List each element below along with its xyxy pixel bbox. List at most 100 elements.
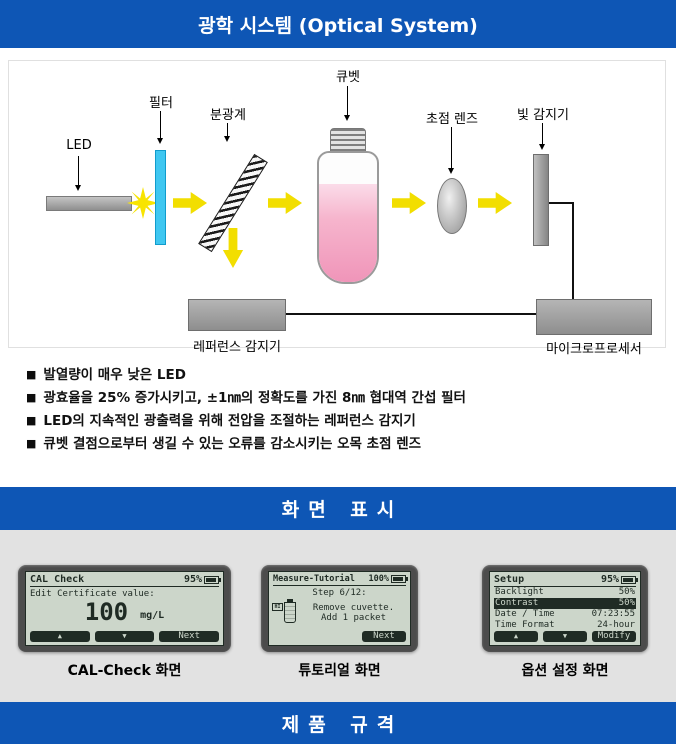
setting-label: Contrast: [495, 598, 539, 608]
label-spectrometer: 분광계: [210, 108, 246, 123]
setting-label: Date / Time: [495, 609, 555, 619]
lcd-button-row: Next: [273, 631, 406, 642]
lcd-title-bar: Measure-Tutorial 100%: [273, 574, 408, 586]
light-detector-bar: [533, 154, 549, 246]
setup-row-time-format: Time Format 24-hour: [494, 620, 636, 631]
battery-icon: [621, 575, 638, 584]
spectrometer-pointer-arrow: [224, 123, 230, 142]
setup-screen: Setup 95% Backlight 50% Contrast 50% Dat…: [489, 571, 641, 646]
focus-lens-pointer-arrow: [448, 127, 454, 174]
tutorial-instructions: Remove cuvette. Add 1 packet: [301, 603, 406, 623]
light-detector-pointer-arrow: [539, 123, 545, 150]
cuvette-bottle: [317, 151, 379, 284]
setting-label: Backlight: [495, 587, 544, 597]
setting-value: 50%: [618, 587, 635, 597]
feature-text: 발열량이 매우 낮은 LED: [43, 367, 186, 383]
tutorial-screen: Measure-Tutorial 100% Step 6/12: HI Remo…: [268, 571, 411, 646]
feature-text: LED의 지속적인 광출력을 위해 전압을 조절하는 레퍼런스 감지기: [43, 413, 416, 429]
lcd-device-cal-check: CAL Check 95% Edit Certificate value: 10…: [18, 565, 231, 652]
feature-text: 큐벳 결점으로부터 생길 수 있는 오류를 감소시키는 오목 초점 렌즈: [43, 436, 422, 452]
setting-value: 24-hour: [597, 620, 635, 630]
lcd-button-up: ▲: [494, 631, 538, 642]
cuvette-cap: [330, 128, 366, 152]
lcd-device-tutorial: Measure-Tutorial 100% Step 6/12: HI Remo…: [261, 565, 418, 652]
lcd-button-next: Next: [362, 631, 406, 642]
microprocessor-box: [536, 299, 652, 335]
setting-label: Time Format: [495, 620, 555, 630]
caption-tutorial: 튜토리얼 화면: [298, 663, 381, 679]
label-led: LED: [66, 138, 92, 153]
signal-wire-vertical: [572, 202, 574, 299]
interference-filter-bar: [155, 150, 166, 245]
caption-cal-check: CAL-Check 화면: [67, 663, 182, 679]
bullet-square-icon: ■: [26, 414, 37, 427]
optical-system-title: 광학 시스템 (Optical System): [198, 14, 478, 37]
feature-text: 광효율을 25% 증가시키고, ±1㎚의 정확도를 가진 8㎚ 협대역 간섭 필…: [43, 390, 466, 406]
lcd-button-down: ▼: [543, 631, 587, 642]
section-header-specs: 제품 규격: [0, 702, 676, 744]
lcd-button-row: ▲ ▼ Next: [30, 631, 220, 642]
measurement-unit: mg/L: [140, 610, 165, 621]
cuvette-pointer-arrow: [344, 86, 350, 121]
caption-setup: 옵션 설정 화면: [521, 663, 609, 679]
label-reference-detector: 레퍼런스 감지기: [193, 340, 281, 355]
specs-section-title: 제품 규격: [281, 713, 404, 736]
screen-title: CAL Check: [30, 574, 85, 585]
measurement-value: 100: [84, 598, 129, 626]
filter-pointer-arrow: [157, 111, 163, 144]
tutorial-body: HI Remove cuvette. Add 1 packet: [272, 599, 406, 627]
display-section-title: 화면 표시: [281, 499, 404, 521]
lcd-title-bar: CAL Check 95%: [30, 574, 221, 587]
lcd-title-bar: Setup 95%: [494, 574, 638, 587]
battery-percent: 95%: [183, 574, 202, 585]
tutorial-step-label: Step 6/12:: [312, 588, 367, 598]
label-cuvette: 큐벳: [336, 70, 360, 85]
section-header-display: 화면 표시: [0, 487, 676, 530]
hi-badge: HI: [272, 603, 283, 611]
measurement-row: 100 mg/L: [30, 600, 219, 624]
label-filter: 필터: [149, 96, 173, 111]
screen-gallery: CAL Check 95% Edit Certificate value: 10…: [0, 530, 676, 702]
battery-percent: 95%: [600, 574, 619, 585]
battery-indicator: 95%: [600, 574, 638, 585]
battery-fill: [206, 577, 216, 582]
led-pointer-arrow: [75, 156, 81, 191]
label-light-detector: 빛 감지기: [517, 108, 569, 123]
battery-icon: [204, 575, 221, 584]
feature-list: ■ 발열량이 매우 낮은 LED ■ 광효율을 25% 증가시키고, ±1㎚의 …: [26, 368, 656, 460]
lcd-button-up: ▲: [30, 631, 90, 642]
feature-item: ■ 광효율을 25% 증가시키고, ±1㎚의 정확도를 가진 8㎚ 협대역 간섭…: [26, 391, 656, 405]
label-microprocessor: 마이크로프로세서: [546, 342, 642, 357]
optical-system-diagram: 큐벳 필터 분광계 초점 렌즈 빛 감지기 LED 레퍼런스 감지기: [0, 48, 676, 363]
feature-item: ■ LED의 지속적인 광출력을 위해 전압을 조절하는 레퍼런스 감지기: [26, 414, 656, 428]
instruction-line-2: Add 1 packet: [320, 613, 387, 623]
battery-fill: [393, 577, 403, 581]
battery-icon: [391, 575, 408, 583]
battery-indicator: 95%: [183, 574, 221, 585]
lcd-button-down: ▼: [94, 631, 155, 642]
cuvette-icon: HI: [272, 599, 299, 627]
led-bar: [46, 196, 132, 211]
feature-item: ■ 발열량이 매우 낮은 LED: [26, 368, 656, 382]
section-header-optical-system: 광학 시스템 (Optical System): [0, 0, 676, 48]
feature-item: ■ 큐벳 결점으로부터 생길 수 있는 오류를 감소시키는 오목 초점 렌즈: [26, 437, 656, 451]
signal-wire-horizontal-2: [286, 313, 536, 315]
battery-percent: 100%: [368, 574, 389, 584]
cal-check-screen: CAL Check 95% Edit Certificate value: 10…: [25, 571, 224, 646]
instruction-line-1: Remove cuvette.: [312, 603, 395, 613]
setup-row-backlight: Backlight 50%: [494, 587, 636, 598]
reference-detector-box: [188, 299, 286, 331]
cuvette-icon-cap: [287, 599, 293, 602]
light-burst-icon: [127, 187, 159, 219]
bullet-square-icon: ■: [26, 391, 37, 404]
lcd-button-row: ▲ ▼ Modify: [494, 631, 636, 642]
signal-wire-horizontal-1: [549, 202, 574, 204]
setting-value: 07:23:55: [591, 609, 635, 619]
battery-fill: [623, 577, 633, 582]
setup-row-date-time: Date / Time 07:23:55: [494, 609, 636, 620]
cuvette-liquid: [319, 184, 377, 282]
label-focus-lens: 초점 렌즈: [426, 112, 478, 127]
diagram-frame: [8, 60, 666, 348]
screen-title: Measure-Tutorial: [273, 574, 355, 584]
setting-value: 50%: [618, 598, 635, 608]
